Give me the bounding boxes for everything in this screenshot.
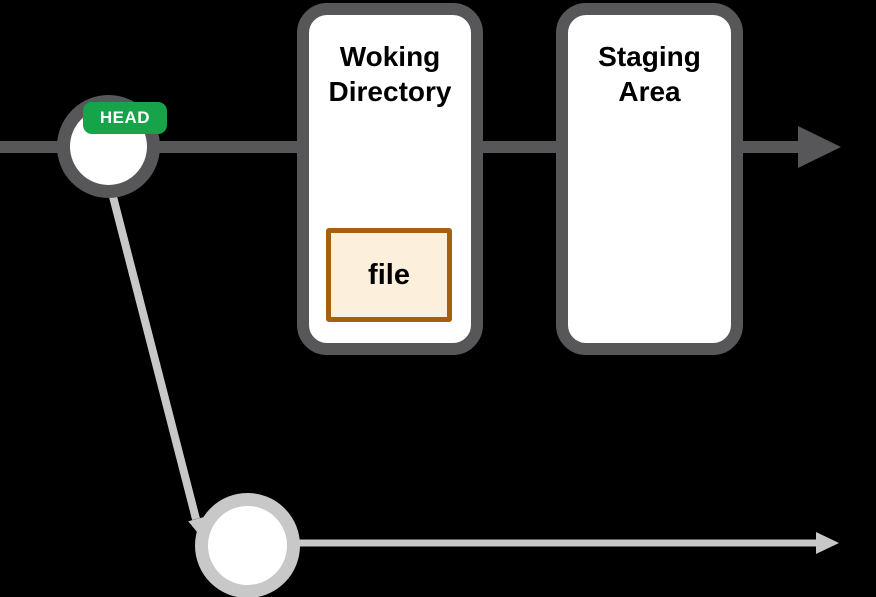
file-box: file [326,228,452,322]
main-flow-arrowhead-icon [798,126,841,168]
staging-area-label: Staging Area [598,41,701,107]
staging-area-box: Staging Area [556,3,743,355]
head-badge-label: HEAD [99,108,151,127]
working-directory-box: Woking Directory file [297,3,483,355]
working-directory-label: Woking Directory [328,41,452,107]
file-label: file [368,258,410,291]
branch-diagonal-line [106,184,200,520]
branch-flow-arrowhead-icon [816,532,839,554]
head-badge: HEAD [83,102,167,134]
branch-commit-node [195,493,300,597]
